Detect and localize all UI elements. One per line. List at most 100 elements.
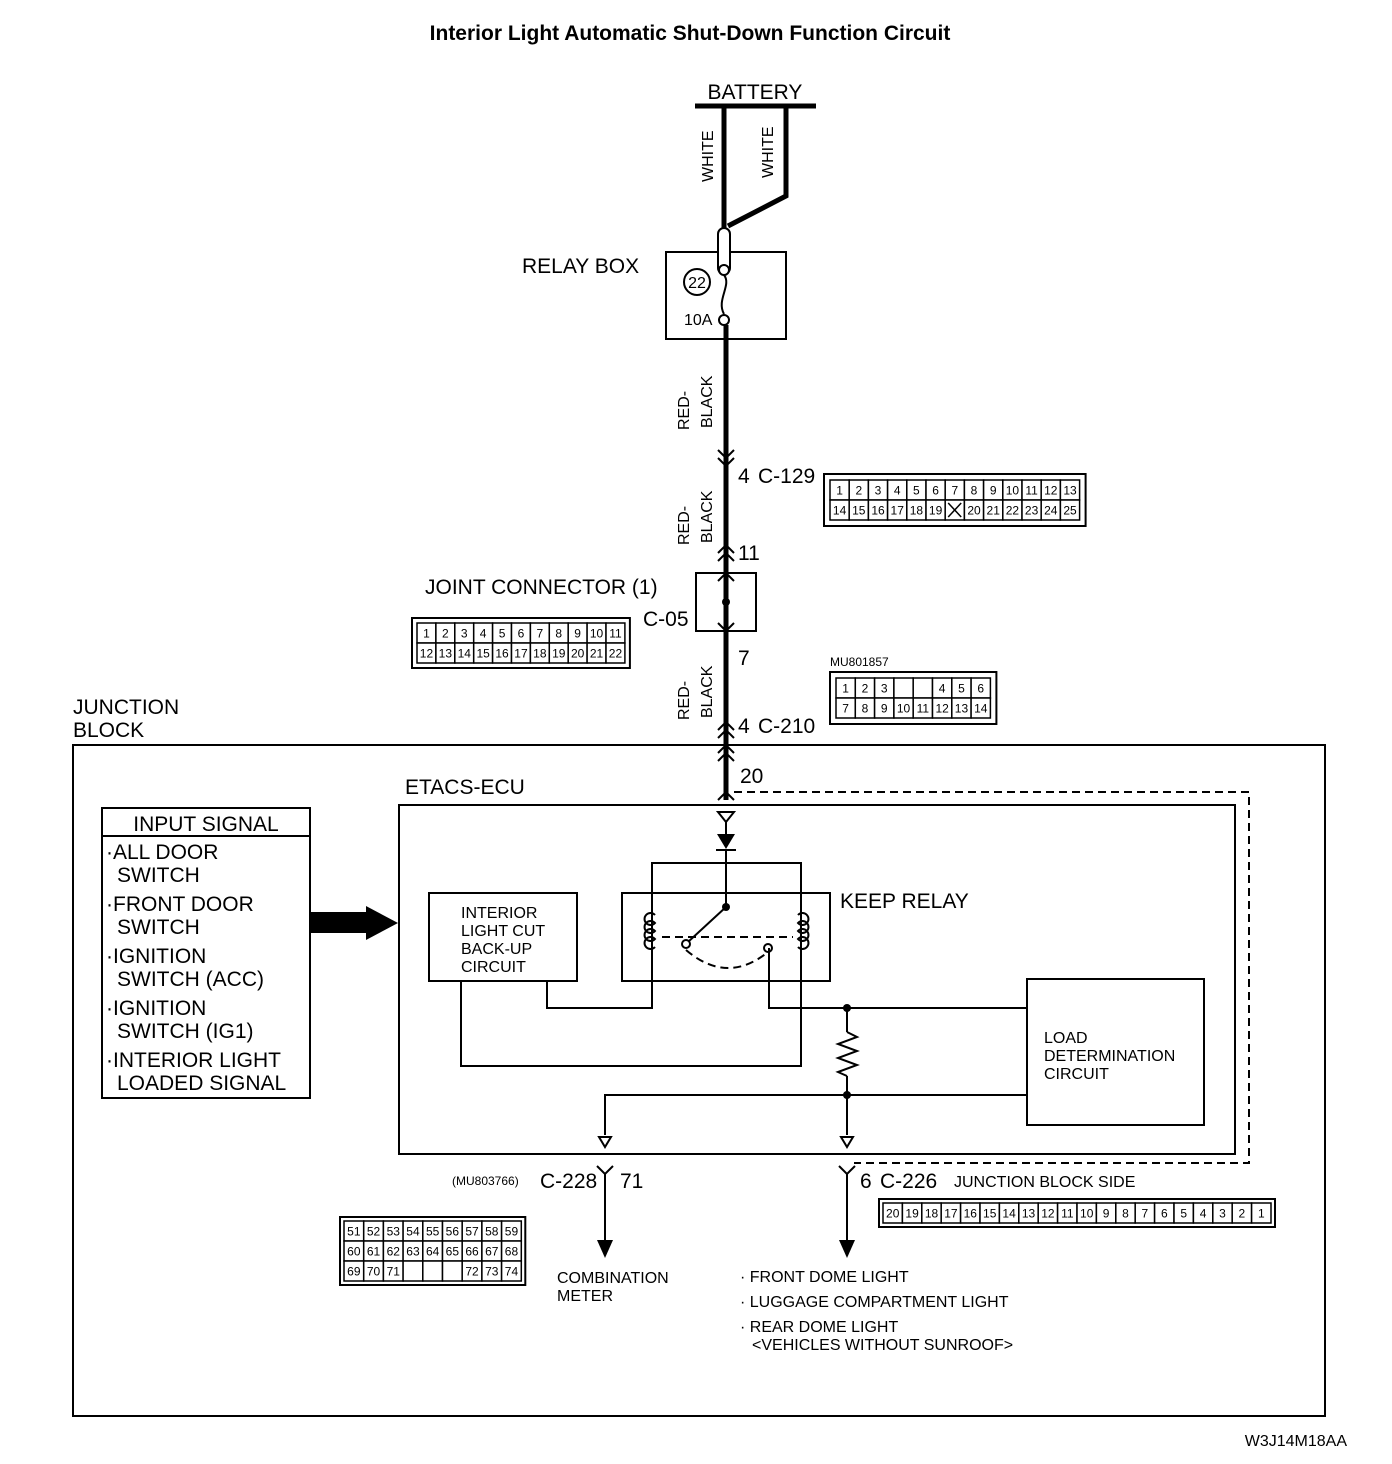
svg-text:CIRCUIT: CIRCUIT: [1044, 1066, 1109, 1083]
c210-pin-label: 5: [958, 682, 965, 696]
c226-pin-label: 12: [1041, 1207, 1055, 1221]
joint-pin-label: 10: [590, 627, 604, 641]
input-signal-item: LOADED SIGNAL: [117, 1072, 286, 1095]
c129-pin-label: 23: [1025, 504, 1039, 518]
input-signal-item: ·FRONT DOOR: [106, 893, 254, 916]
c129-pin-label: 11: [1025, 484, 1038, 498]
c228-pin-label: 63: [406, 1245, 420, 1259]
c228-pin-label: 59: [505, 1225, 519, 1239]
c228-pin-label: 62: [387, 1245, 401, 1259]
c210-pin-label: 4: [939, 682, 946, 696]
c129-pin-label: 16: [871, 504, 885, 518]
c226-pin-label: 10: [1080, 1207, 1094, 1221]
c226-pin-label: 6: [1161, 1207, 1168, 1221]
output-list: · FRONT DOME LIGHT · LUGGAGE COMPARTMENT…: [740, 1269, 1013, 1354]
joint-pin-label: 8: [555, 627, 562, 641]
joint-pin-label: 19: [552, 647, 566, 661]
input-signal-item: ·IGNITION: [106, 945, 206, 968]
c226-pin-label: 15: [983, 1207, 997, 1221]
c210-pin-label: 14: [974, 702, 988, 716]
input-signal-item: SWITCH (ACC): [117, 968, 264, 991]
c129-pin-out: 11: [738, 542, 760, 565]
c226-pin-label: 1: [1258, 1207, 1265, 1221]
c228-cavity: [402, 1260, 424, 1282]
battery-label: BATTERY: [708, 81, 803, 104]
etacs-ecu: ETACS-ECU: [398, 776, 1236, 1155]
c226-pin-label: 17: [944, 1207, 958, 1221]
svg-text:LOAD: LOAD: [1044, 1030, 1088, 1047]
junction-block: JUNCTION BLOCK: [72, 696, 1326, 1417]
c226-pin-label: 2: [1239, 1207, 1246, 1221]
c210-pin-label: 2: [862, 682, 869, 696]
c129-pin-label: 22: [1006, 504, 1020, 518]
joint-pin-label: 14: [458, 647, 472, 661]
junction-block-label-1: JUNCTION: [73, 696, 179, 719]
junction-block-label-2: BLOCK: [73, 719, 144, 742]
c129-pin-label: 9: [990, 484, 997, 498]
svg-text:DETERMINATION: DETERMINATION: [1044, 1048, 1175, 1065]
input-signal-item: SWITCH: [117, 864, 200, 887]
c129-pin-label: 20: [967, 504, 981, 518]
c129-pin-label: 13: [1063, 484, 1077, 498]
c226-label: C-226: [880, 1170, 937, 1193]
c129-cavity: [1059, 499, 1081, 521]
c129-pin-label: 2: [855, 484, 862, 498]
joint-pin-label: 21: [590, 647, 604, 661]
fuse-number-circle: [683, 268, 711, 296]
svg-text:BLACK: BLACK: [699, 665, 716, 718]
c228-pin-label: 54: [406, 1225, 420, 1239]
svg-text:RED-: RED-: [676, 681, 693, 720]
output-luggage: · LUGGAGE COMPARTMENT LIGHT: [740, 1294, 1009, 1311]
c129-pin-label: 4: [894, 484, 901, 498]
c129-pin-label: 14: [833, 504, 847, 518]
wire-color-white-right: WHITE: [760, 126, 777, 178]
c226-pin-label: 19: [905, 1207, 919, 1221]
svg-text:METER: METER: [557, 1288, 613, 1305]
c228-pin-label: 70: [367, 1265, 381, 1279]
c210-pin-label: 8: [862, 702, 869, 716]
output-rear-dome: · REAR DOME LIGHT: [740, 1319, 898, 1336]
keep-relay-label: KEEP RELAY: [840, 890, 969, 913]
joint-connector: JOINT CONNECTOR (1) C-05 7: [425, 568, 757, 670]
c228-pin-label: 74: [505, 1265, 519, 1279]
c228-pin-label: 58: [485, 1225, 499, 1239]
joint-connector-label: JOINT CONNECTOR (1): [425, 576, 658, 599]
figure-code: W3J14M18AA: [1245, 1433, 1348, 1450]
c210-pin-label: 11: [917, 702, 930, 716]
c210-pin-label: 9: [881, 702, 888, 716]
output-front-dome: · FRONT DOME LIGHT: [740, 1269, 909, 1286]
joint-pin-label: 4: [480, 627, 487, 641]
c129-pin-label: 7: [951, 484, 958, 498]
connector-c226-mark: 6 C-226 JUNCTION BLOCK SIDE: [838, 1165, 1135, 1258]
c226-pin-label: 3: [1219, 1207, 1226, 1221]
load-determination-circuit: LOAD DETERMINATION CIRCUIT: [1026, 978, 1205, 1126]
fuse-number: 22: [688, 275, 706, 292]
c228-pin-label: 57: [465, 1225, 479, 1239]
connector-c228-mark: (MU803766) C-228 71: [452, 1165, 643, 1258]
input-signal-header: INPUT SIGNAL: [133, 813, 278, 836]
battery-symbol: BATTERY: [695, 81, 816, 109]
input-signal-arrow: [310, 906, 398, 940]
input-signal-item: ·ALL DOOR: [106, 841, 218, 864]
diagram-title: Interior Light Automatic Shut-Down Funct…: [430, 22, 951, 45]
c129-pin-label: 12: [1044, 484, 1058, 498]
fuse-rating: 10A: [684, 312, 713, 329]
c210-pin-label: 1: [842, 682, 849, 696]
svg-text:COMBINATION: COMBINATION: [557, 1270, 669, 1287]
c210-pin-label: 12: [935, 702, 949, 716]
diode: [715, 811, 737, 907]
c129-label: C-129: [758, 465, 815, 488]
c228-part-number: (MU803766): [452, 1174, 519, 1188]
joint-pin-label: 9: [574, 627, 581, 641]
c129-pin-label: 1: [836, 484, 843, 498]
c228-cavity: [422, 1260, 444, 1282]
c210-pin-label: 3: [881, 682, 888, 696]
c226-pin-label: 7: [1142, 1207, 1149, 1221]
connector-c129-mark: 4 C-129 11: [717, 449, 815, 565]
joint-pin-label: 16: [495, 647, 509, 661]
ecu-internal-wiring: [460, 948, 1027, 1149]
